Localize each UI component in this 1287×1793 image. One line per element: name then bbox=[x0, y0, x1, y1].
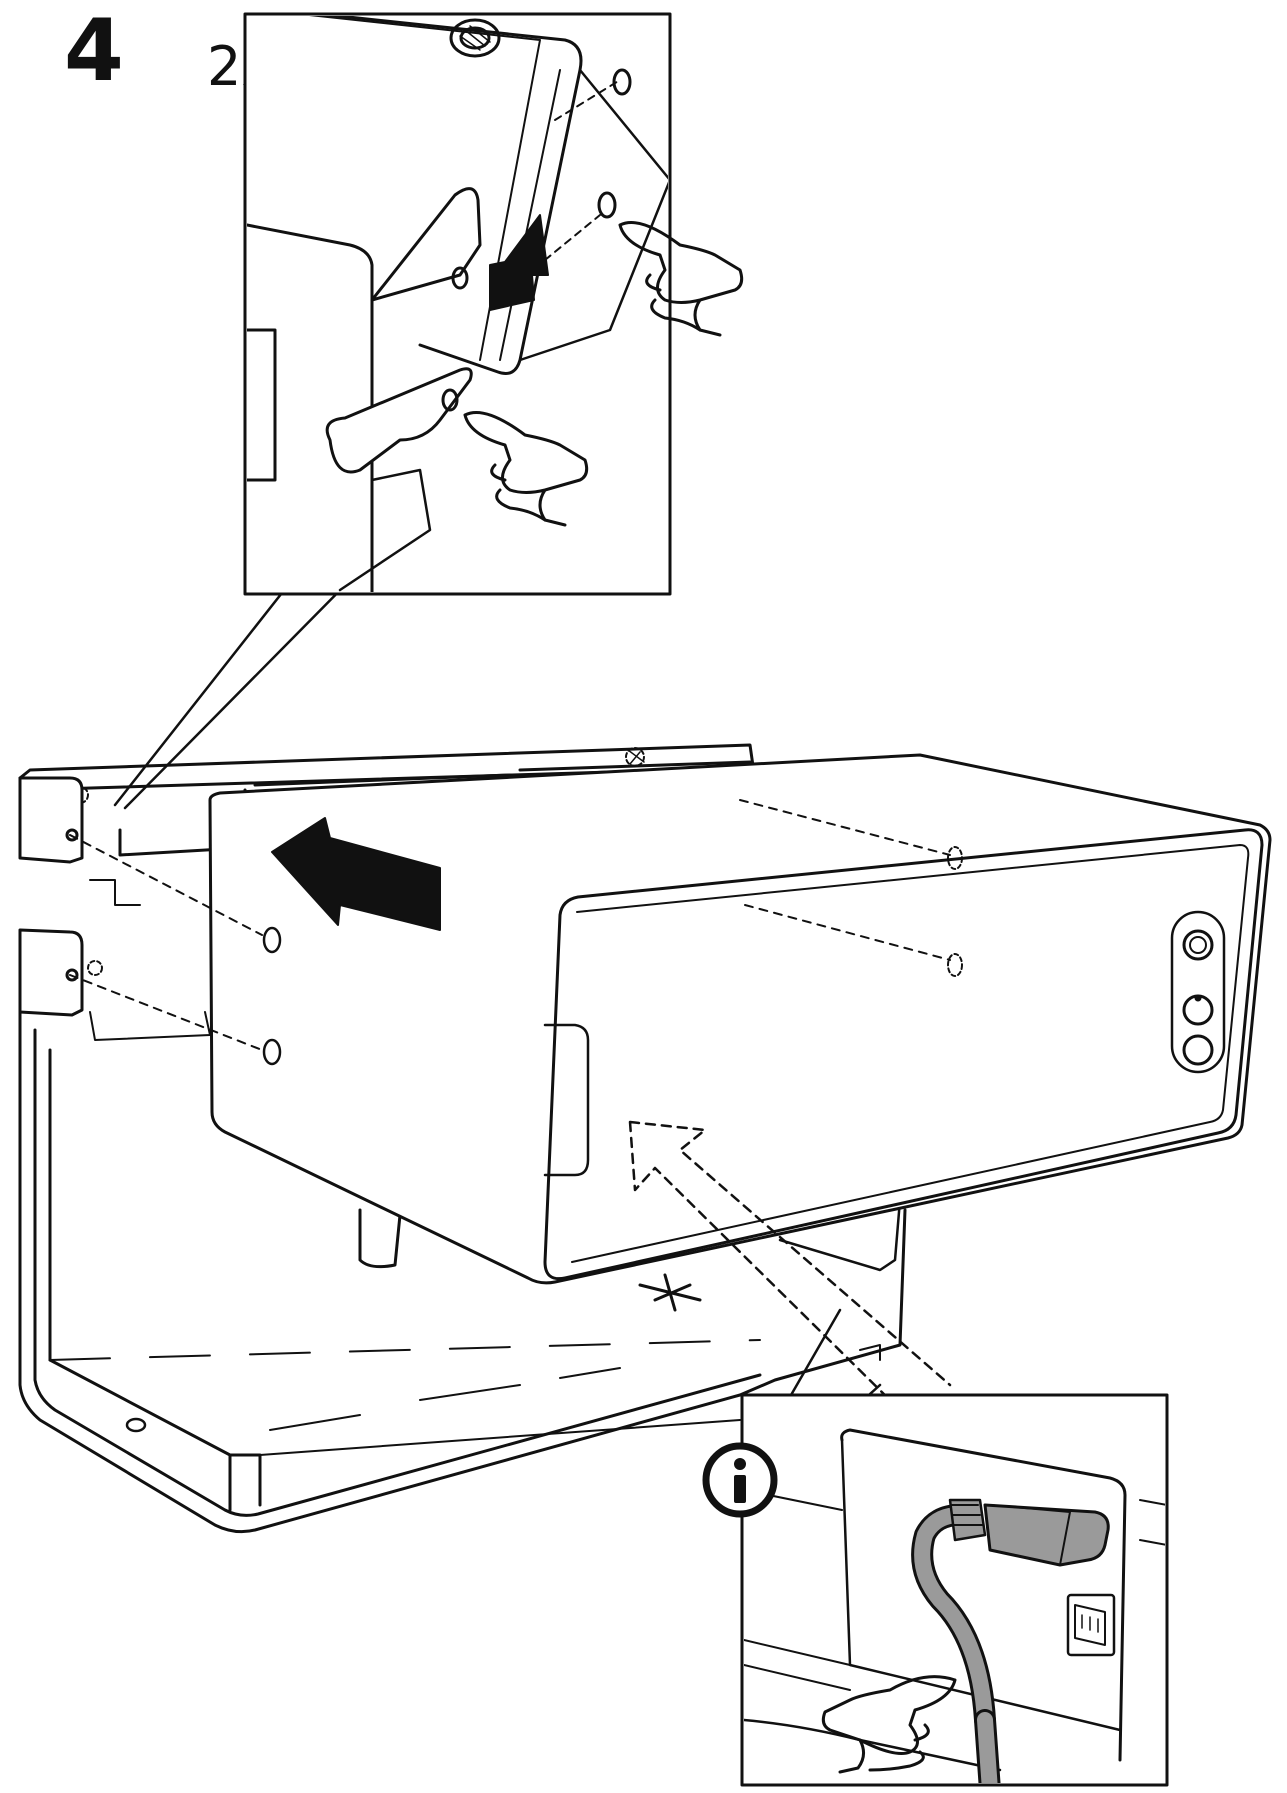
pointing-hand-icon bbox=[821, 1675, 957, 1774]
pointing-hand-icon bbox=[618, 221, 744, 337]
pointing-hand-icon bbox=[463, 411, 589, 527]
speaker-box bbox=[69, 753, 1272, 1412]
wall-bracket bbox=[18, 743, 907, 1534]
info-circle-icon bbox=[702, 1442, 778, 1518]
detail-callout-bottom bbox=[740, 1393, 1169, 1787]
push-arrow-icon bbox=[271, 817, 441, 931]
step-number: 4 bbox=[64, 1, 124, 101]
detail-callout-top bbox=[113, 12, 744, 810]
push-arrow-icon bbox=[489, 214, 549, 311]
